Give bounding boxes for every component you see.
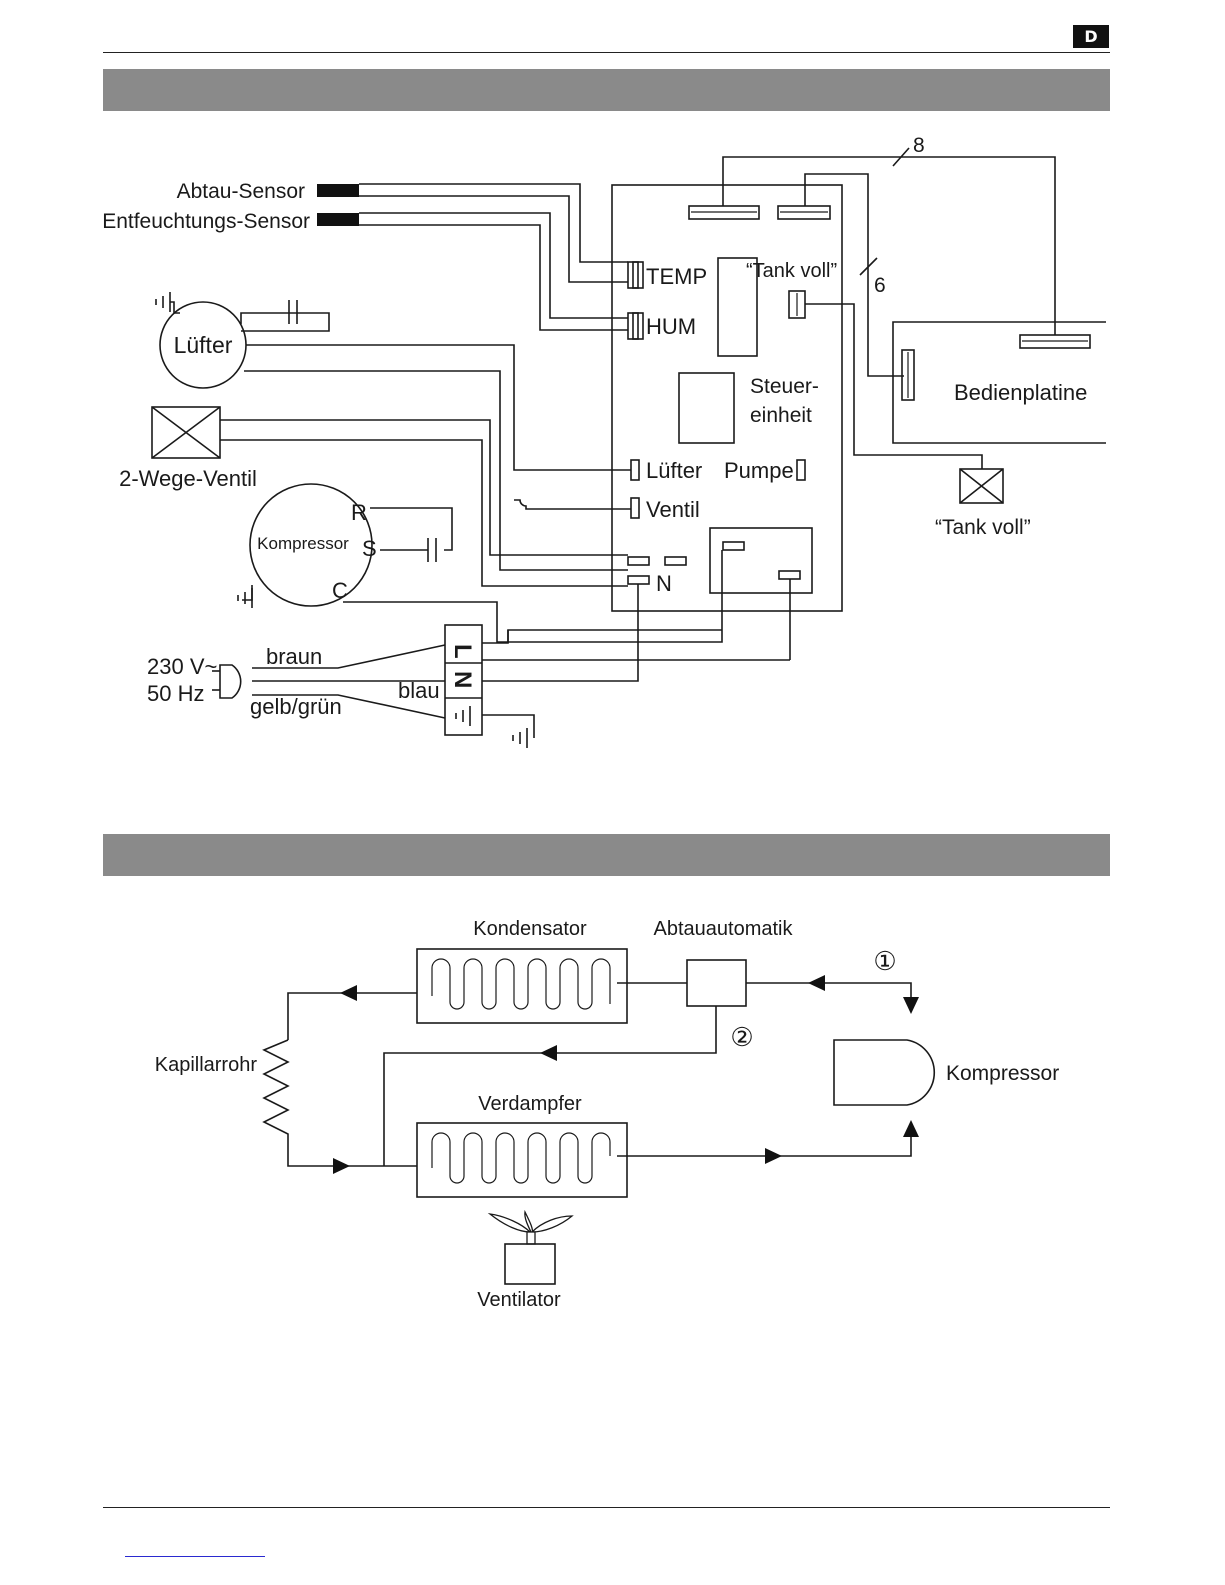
evaporator-box (417, 1123, 627, 1197)
board-n-label: N (656, 571, 672, 596)
defrost-sensor-icon (317, 184, 359, 197)
pump-relay-block (710, 528, 812, 593)
earth-ground-icon (513, 728, 527, 748)
marker-1: ① (873, 946, 896, 976)
terminal-l-label: L (449, 644, 476, 659)
temp-label: TEMP (646, 264, 707, 289)
board-valve-label: Ventil (646, 497, 700, 522)
pump-connector (797, 460, 805, 480)
evaporator-coil (432, 1133, 610, 1183)
condenser-label: Kondensator (473, 918, 587, 940)
power-connector-n (628, 576, 649, 584)
yellowgreen-wire-label: gelb/grün (250, 694, 342, 719)
compressor-s-label: S (362, 536, 377, 561)
valve-label: 2-Wege-Ventil (119, 466, 257, 491)
board-fan-label: Lüfter (646, 458, 702, 483)
refrigerant-compressor-label: Kompressor (946, 1062, 1059, 1085)
compressor-ground-icon (238, 588, 252, 608)
panel-label: Bedienplatine (954, 380, 1087, 405)
fan-ground-icon (156, 292, 170, 312)
evaporator-label: Verdampfer (478, 1093, 582, 1115)
marker-2: ② (730, 1022, 753, 1052)
terminal-ground-icon (456, 706, 470, 726)
compressor-label: Kompressor (257, 534, 349, 553)
defrost-auto-label: Abtauautomatik (654, 918, 794, 940)
tank-full-board-label: “Tank voll” (746, 260, 837, 282)
defrost-sensor-label: Abtau-Sensor (177, 180, 305, 203)
fan-connector (631, 460, 639, 480)
terminal-n-label: N (449, 671, 476, 688)
condenser-box (417, 949, 627, 1023)
control-board (612, 185, 842, 611)
bus-6-label: 6 (874, 274, 886, 297)
capillary-label: Kapillarrohr (155, 1054, 258, 1076)
fan-label: Lüfter (174, 332, 233, 358)
supply-voltage-label: 230 V~ (147, 654, 217, 679)
supply-frequency-label: 50 Hz (147, 681, 204, 706)
dehumid-sensor-icon (317, 213, 359, 226)
mains-plug-icon (220, 665, 241, 698)
dehumid-sensor-label: Entfeuchtungs-Sensor (102, 210, 310, 233)
ventilator-motor-box (505, 1244, 555, 1284)
valve-connector (631, 498, 639, 518)
footer-rule (103, 1507, 1110, 1508)
tank-full-switch-label: “Tank voll” (935, 516, 1031, 539)
compressor-r-label: R (351, 500, 367, 525)
bus-8-label: 8 (913, 134, 925, 157)
compressor-c-label: C (332, 578, 348, 603)
control-unit-label-2: einheit (750, 404, 812, 427)
control-unit-label-1: Steuer- (750, 375, 819, 398)
hum-label: HUM (646, 314, 696, 339)
refrigerant-compressor-icon (834, 1040, 934, 1105)
ventilator-label: Ventilator (477, 1289, 561, 1311)
defrost-auto-box (687, 960, 746, 1006)
footer-link-underline[interactable] (125, 1556, 265, 1557)
board-pump-label: Pumpe (724, 458, 794, 483)
condenser-coil (432, 959, 610, 1009)
blue-wire-label: blau (398, 678, 440, 703)
control-unit-chip (679, 373, 734, 443)
power-connector-l (628, 557, 649, 565)
ventilator-fan-icon (490, 1212, 572, 1244)
brown-wire-label: braun (266, 644, 322, 669)
power-connector-aux (665, 557, 686, 565)
